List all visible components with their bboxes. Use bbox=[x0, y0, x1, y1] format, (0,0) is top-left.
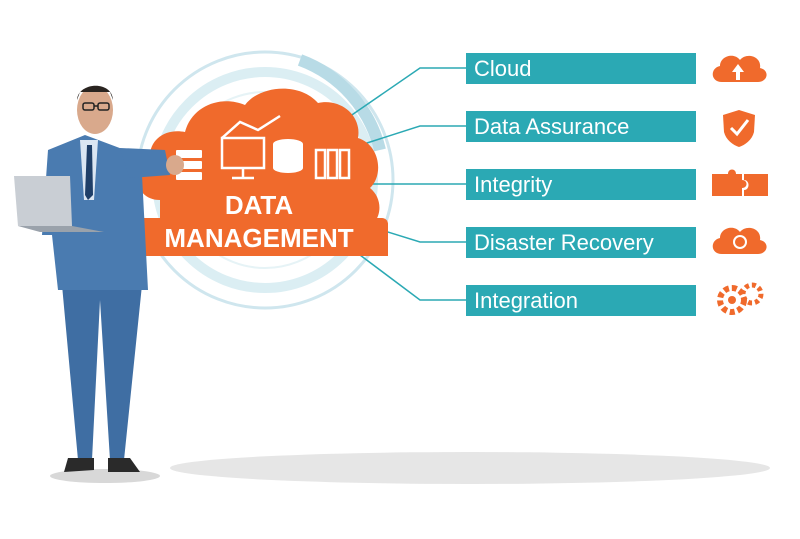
floor-shadow bbox=[170, 452, 770, 484]
data-management-cloud bbox=[130, 88, 388, 257]
cloud-upload-icon bbox=[712, 55, 767, 82]
central-title-line1: DATA bbox=[225, 190, 294, 220]
item-label-cloud: Cloud bbox=[466, 53, 696, 84]
central-title-line2: MANAGEMENT bbox=[164, 223, 353, 253]
gears-icon bbox=[717, 282, 764, 315]
cloud-refresh-icon bbox=[712, 227, 767, 254]
shield-check-icon bbox=[723, 110, 755, 147]
connector-lines bbox=[329, 67, 466, 301]
item-label-disaster-recovery: Disaster Recovery bbox=[466, 227, 696, 258]
item-label-integration: Integration bbox=[466, 285, 696, 316]
hud-arc bbox=[297, 54, 386, 152]
laptop bbox=[14, 176, 104, 232]
monitor-chart-icon bbox=[220, 114, 281, 180]
item-label-data-assurance: Data Assurance bbox=[466, 111, 696, 142]
person-shadow bbox=[50, 469, 160, 483]
item-label-integrity: Integrity bbox=[466, 169, 696, 200]
businessman bbox=[42, 85, 184, 472]
server-rack-icon bbox=[314, 148, 351, 180]
database-icon bbox=[273, 139, 303, 173]
puzzle-icon bbox=[712, 169, 768, 196]
